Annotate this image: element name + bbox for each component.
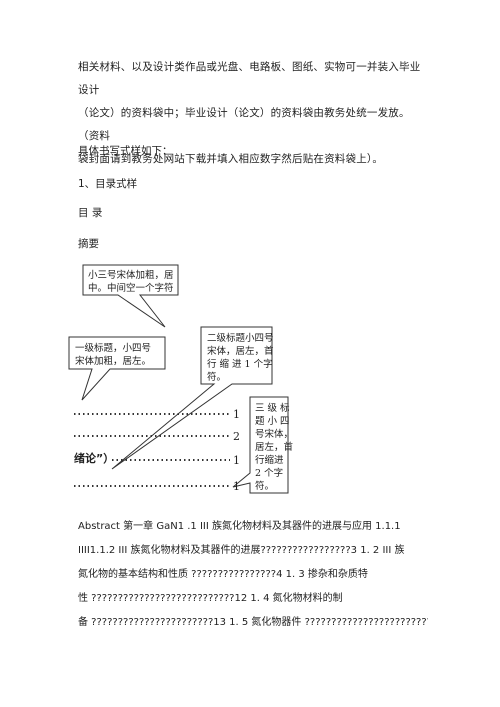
toc-format-figure: 小三号宋体加粗，居 中。中间空一个字符 一级标题，小四号 宋体加粗，居左。 二级… <box>68 264 294 494</box>
toc-page-number: 1 <box>233 408 240 421</box>
callout-text: 三 级 标 <box>255 402 290 414</box>
section-heading: 1、目录式样 <box>78 178 138 190</box>
callout-text: 行 缩 进 1 个字 <box>207 358 273 370</box>
intro-line: 相关材料、以及设计类作品或光盘、电路板、图纸、实物可一并装入毕业设计 <box>78 61 421 96</box>
toc-page-number: 1 <box>233 454 240 467</box>
intro-paragraph: 相关材料、以及设计类作品或光盘、电路板、图纸、实物可一并装入毕业设计 （论文）的… <box>78 56 424 171</box>
callout-text: 二级标题小四号 <box>207 332 274 344</box>
callout-text: 符。 <box>255 480 274 492</box>
callout-text: 行缩进 <box>255 454 284 466</box>
callout-text: 中。中间空一个字符 <box>88 282 174 294</box>
toc-text-line: Abstract 第一章 GaN1 .1 III 族氮化物材料及其器件的进展与应… <box>78 521 401 532</box>
toc-chapter-label: 绪论”） <box>74 451 114 465</box>
callout-text: 居左，首 <box>255 441 294 453</box>
callout-title-note: 小三号宋体加粗，居 中。中间空一个字符 <box>82 264 179 328</box>
toc-title: 目 录 <box>78 207 103 219</box>
abstract-label: 摘要 <box>78 238 99 250</box>
callout-level2-note: 二级标题小四号 宋体，居左，首 行 缩 进 1 个字 符。 <box>111 326 274 470</box>
toc-text-line: 性 ???????????????????????????12 1. 4 氮化物… <box>78 593 343 604</box>
callout-text: 题 小 四 <box>255 416 290 427</box>
toc-text-line: IIII1.1.2 III 族氮化物材料及其器件的进展?????????????… <box>78 545 405 556</box>
callout-level1-note: 一级标题，小四号 宋体加粗，居左。 <box>68 336 166 401</box>
callout-level3-note: 三 级 标 题 小 四 号宋体， 居左，首 行缩进 2 个字 符。 <box>232 396 294 494</box>
callout-text: 2 个字 <box>255 467 283 479</box>
callout-text: 小三号宋体加粗，居 <box>88 269 174 281</box>
toc-text-line: 备 ???????????????????????13 1. 5 氮化物器件 ?… <box>78 617 428 628</box>
intro-line: 袋封面请到教务处网站下载并填入相应数字然后贴在资料袋上）。 <box>78 153 384 165</box>
callout-text: 一级标题，小四号 <box>75 342 151 354</box>
callout-text: 号宋体， <box>255 428 293 440</box>
toc-sample: 1 2 绪论”） 1 1 <box>74 408 240 493</box>
toc-text-line: 氮化物的基本结构和性质 ????????????????4 1. 3 掺杂和杂质… <box>78 569 368 580</box>
intro-line: （论文）的资料袋中；毕业设计（论文）的资料袋由教务处统一发放。（资料 <box>78 107 410 142</box>
toc-text-block: Abstract 第一章 GaN1 .1 III 族氮化物材料及其器件的进展与应… <box>78 515 428 635</box>
callout-text: 宋体加粗，居左。 <box>75 355 151 367</box>
callout-text: 宋体，居左，首 <box>207 345 274 357</box>
toc-page-number: 1 <box>233 480 240 493</box>
callout-text: 符。 <box>207 371 226 383</box>
toc-page-number: 2 <box>233 430 240 443</box>
format-heading: 具体书写式样如下： <box>78 145 173 157</box>
